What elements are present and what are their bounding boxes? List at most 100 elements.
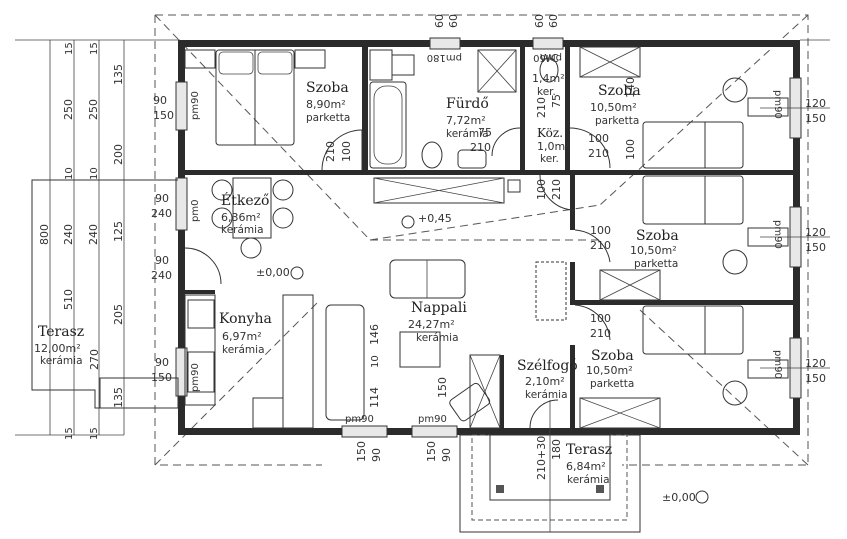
interior-walls (185, 47, 793, 435)
svg-text:250: 250 (62, 99, 75, 120)
svg-text:Szoba: Szoba (598, 83, 641, 99)
svg-text:210: 210 (470, 141, 491, 154)
armchair (449, 382, 491, 422)
svg-text:90: 90 (155, 254, 169, 267)
svg-text:Terasz: Terasz (566, 442, 612, 458)
svg-text:210: 210 (588, 147, 609, 160)
svg-text:ker.: ker. (540, 153, 559, 165)
door-furdo (491, 127, 521, 157)
svg-text:pm180: pm180 (427, 52, 462, 63)
svg-text:210: 210 (590, 327, 611, 340)
stairs-hatch (535, 261, 567, 321)
room-label-nappali: Nappali 24,27m² kerámia (408, 300, 467, 344)
room-label-furdo: Fürdő 7,72m² kerámia (446, 96, 489, 140)
svg-text:120: 120 (805, 226, 826, 239)
svg-text:210: 210 (590, 239, 611, 252)
room-label-szoba3: Szoba 10,50m² parketta (630, 228, 679, 270)
room-label-szoba2: Szoba 10,50m² parketta (590, 83, 641, 127)
stove (252, 397, 284, 429)
door-szoba2 (569, 127, 611, 169)
door-szoba3 (574, 229, 611, 263)
svg-text:10,50m²: 10,50m² (630, 244, 677, 257)
svg-text:75: 75 (478, 126, 492, 139)
svg-text:pm90: pm90 (190, 363, 201, 392)
window-wc (532, 37, 564, 50)
svg-text:100: 100 (590, 224, 611, 237)
svg-text:120: 120 (805, 357, 826, 370)
svg-text:150: 150 (151, 371, 172, 384)
svg-text:parketta: parketta (634, 258, 678, 270)
svg-text:Étkező: Étkező (221, 191, 269, 209)
svg-text:90: 90 (155, 192, 169, 205)
svg-text:60: 60 (533, 14, 546, 28)
svg-text:800: 800 (38, 224, 51, 245)
svg-text:10,50m²: 10,50m² (586, 364, 633, 377)
room-label-szelfogo: Szélfogó 2,10m² kerámia (517, 358, 578, 401)
svg-text:kerámia: kerámia (221, 224, 264, 236)
svg-text:10: 10 (89, 167, 100, 180)
room-label-koz: Köz. 1,0m² ker. (537, 126, 570, 165)
coffee-table (399, 331, 441, 368)
svg-text:kerámia: kerámia (446, 128, 489, 140)
svg-text:100: 100 (624, 139, 637, 160)
level-outside: ±0,00 (662, 491, 696, 504)
svg-text:150: 150 (805, 372, 826, 385)
svg-text:150: 150 (805, 241, 826, 254)
svg-text:10,50m²: 10,50m² (590, 101, 637, 114)
svg-text:parketta: parketta (590, 378, 634, 390)
svg-text:150: 150 (425, 441, 438, 462)
dining-set (211, 177, 294, 259)
svg-text:pm90: pm90 (772, 350, 783, 379)
dimension-lines-left (15, 39, 180, 436)
sofa (389, 259, 466, 299)
level-nappali: +0,45 (418, 212, 452, 225)
svg-text:6,97m²: 6,97m² (222, 330, 262, 343)
svg-text:15: 15 (89, 42, 100, 55)
svg-text:15: 15 (64, 427, 75, 440)
window-furdo (429, 37, 461, 50)
svg-text:240: 240 (87, 224, 100, 245)
opening-labels: 90 150 90 240 90 240 90 150 75 210 100 2… (151, 14, 826, 480)
svg-text:Szoba: Szoba (591, 348, 634, 364)
svg-text:pm90: pm90 (772, 220, 783, 249)
window-nappali-2 (411, 425, 458, 438)
dimension-labels-left: 800 15 250 10 240 510 270 15 15 250 10 2… (38, 42, 637, 440)
svg-text:kerámia: kerámia (416, 332, 459, 344)
sink (457, 149, 487, 169)
toilet (421, 141, 443, 169)
svg-text:kerámia: kerámia (222, 344, 265, 356)
svg-text:Konyha: Konyha (219, 311, 272, 327)
bathroom-fixtures (369, 49, 559, 204)
svg-text:Szoba: Szoba (636, 228, 679, 244)
svg-text:pm0: pm0 (190, 200, 201, 222)
level-markers (290, 215, 709, 504)
svg-text:pm90: pm90 (418, 414, 447, 425)
window-nappali-1 (341, 425, 388, 438)
door-etkezo (184, 247, 222, 285)
shower (477, 49, 517, 93)
svg-text:135: 135 (112, 64, 125, 85)
svg-text:kerámia: kerámia (525, 389, 568, 401)
svg-text:8,90m²: 8,90m² (306, 98, 346, 111)
svg-text:146: 146 (368, 324, 381, 345)
svg-text:135: 135 (112, 387, 125, 408)
svg-text:parketta: parketta (595, 115, 639, 127)
svg-text:Terasz: Terasz (38, 324, 84, 340)
svg-text:1,0m²: 1,0m² (537, 140, 570, 153)
room-label-wc: WC 1,4m² ker. (532, 52, 565, 98)
window-etkezo (175, 177, 188, 231)
svg-text:510: 510 (62, 289, 75, 310)
svg-text:parketta: parketta (306, 112, 350, 124)
svg-text:100: 100 (588, 132, 609, 145)
svg-text:2,10m²: 2,10m² (525, 375, 565, 388)
terrace-front (459, 400, 641, 533)
terrace-left (31, 179, 179, 409)
svg-text:kerámia: kerámia (40, 355, 83, 367)
room-label-szoba1: Szoba 8,90m² parketta (306, 80, 350, 124)
svg-text:7,72m²: 7,72m² (446, 114, 486, 127)
svg-text:100: 100 (340, 141, 353, 162)
wardrobes (579, 46, 661, 429)
svg-text:205: 205 (112, 304, 125, 325)
entry-closet (469, 354, 501, 429)
